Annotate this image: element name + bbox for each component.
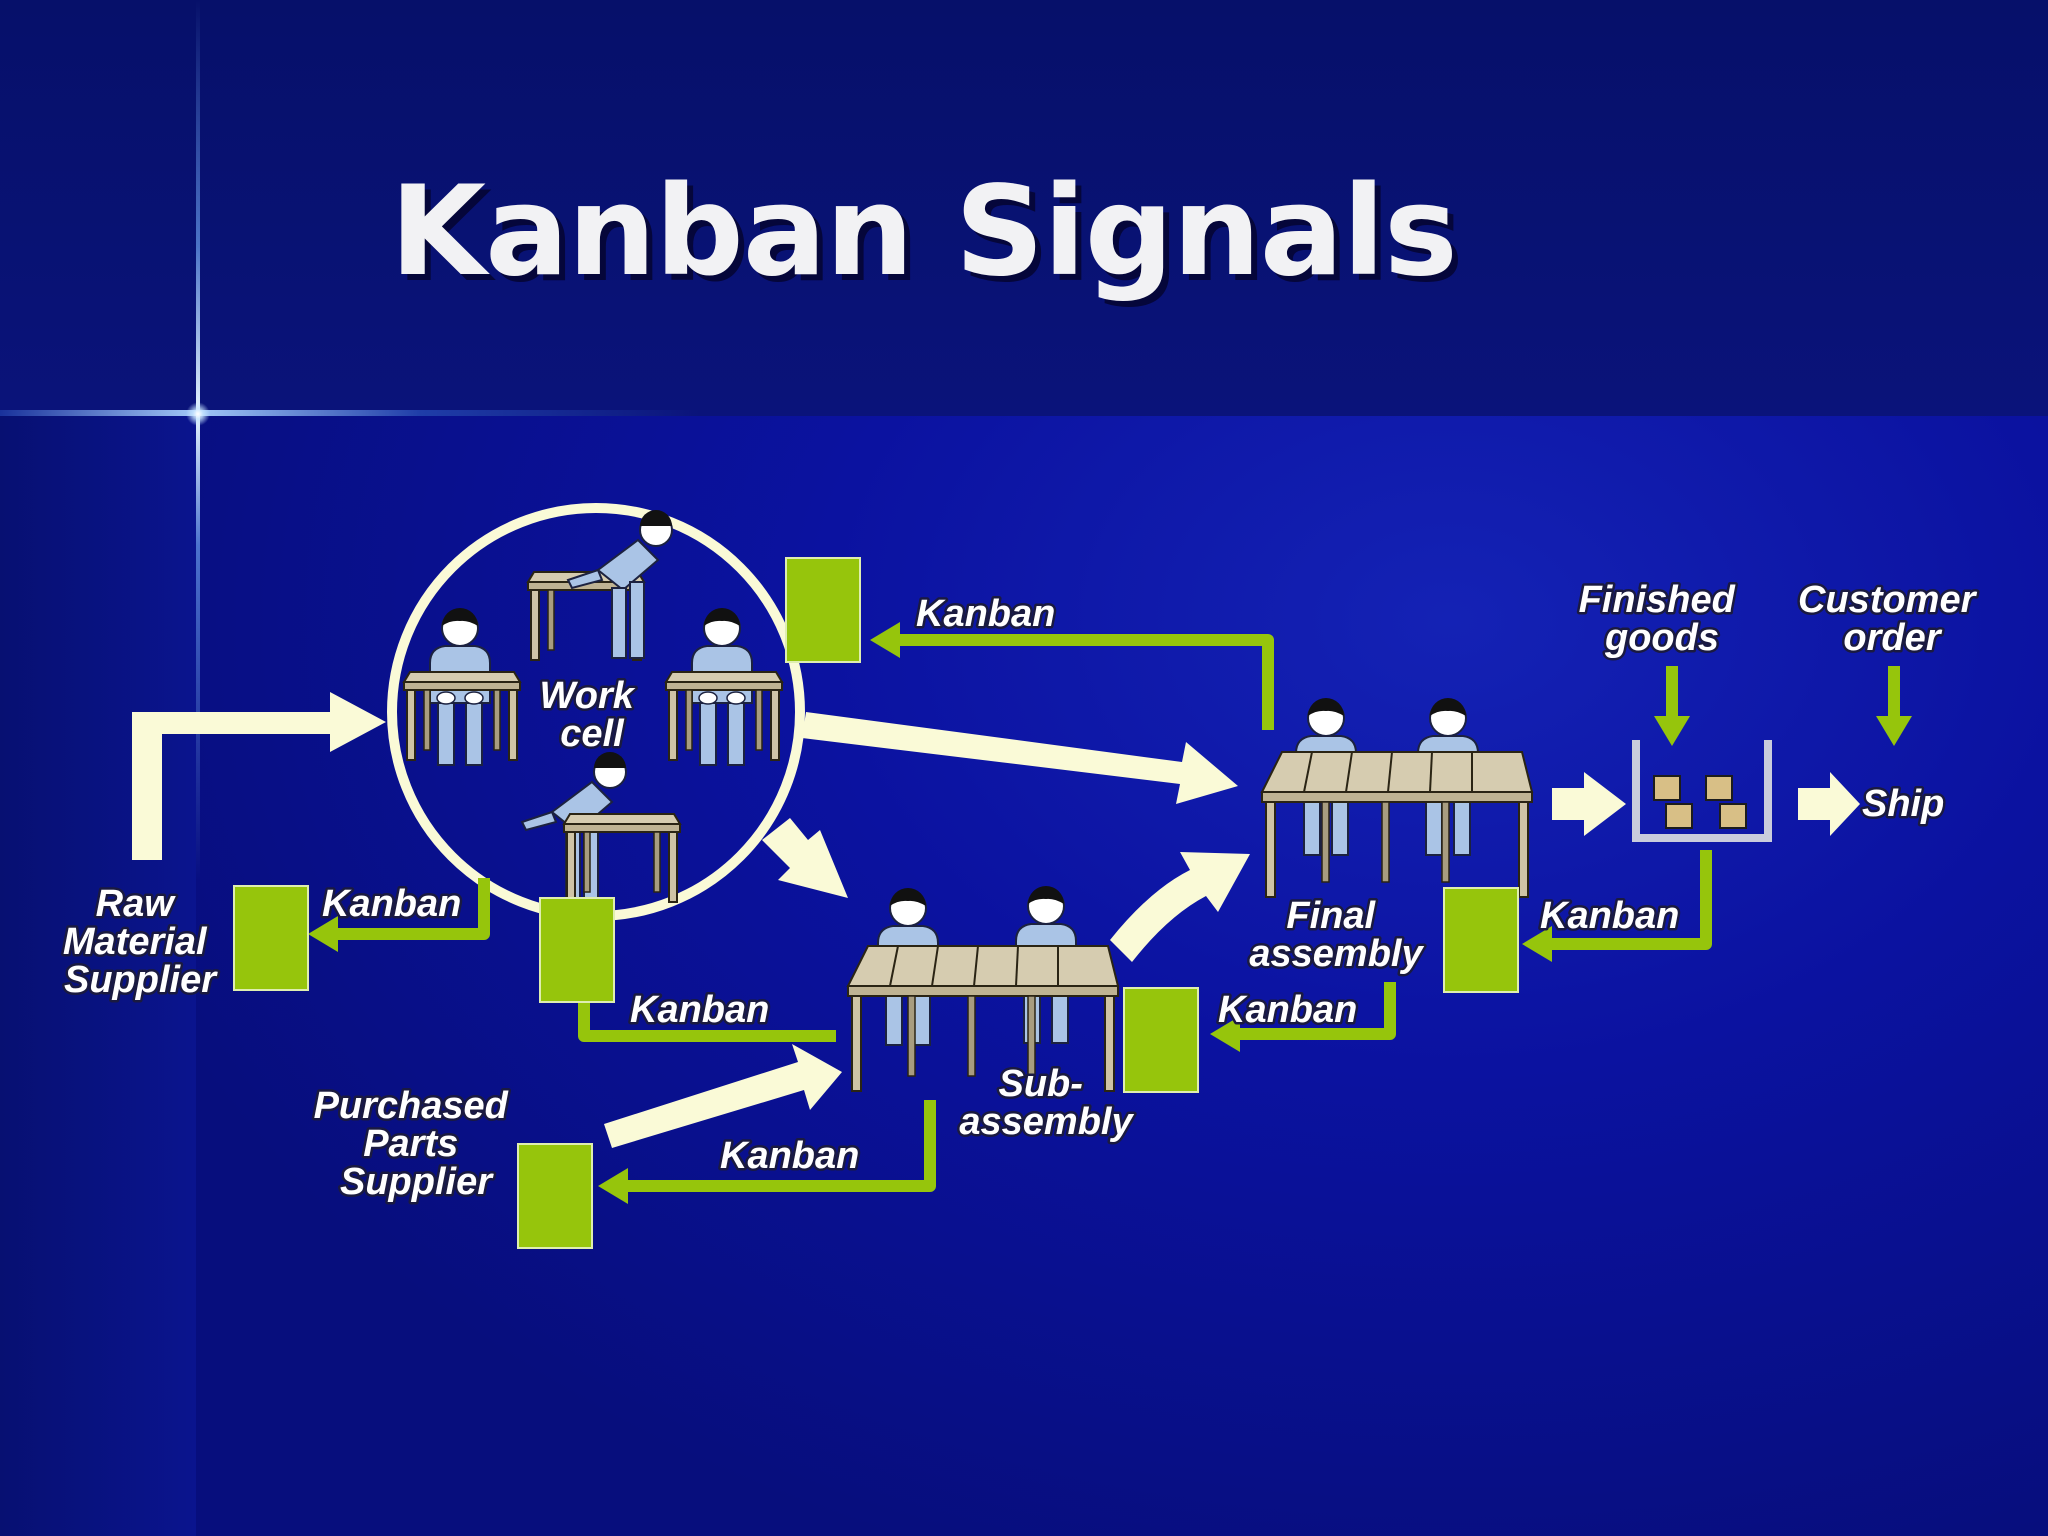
kanban-label-goods-to-final: Kanban bbox=[1540, 895, 1679, 937]
kanban-line-final-to-workcell bbox=[888, 634, 1274, 730]
arrowhead-finished-goods bbox=[1654, 716, 1690, 746]
flow-arrow-sub-to-final bbox=[1110, 852, 1250, 962]
light-flare-vertical bbox=[196, 0, 200, 880]
label-ship: Ship bbox=[1862, 783, 1944, 825]
flow-arrow-workcell-to-final bbox=[802, 712, 1238, 804]
kanban-label-final-to-sub: Kanban bbox=[1218, 989, 1357, 1031]
label-final-assembly: Final assembly bbox=[1249, 895, 1424, 975]
label-customer-order: Customer order bbox=[1798, 579, 1986, 659]
flow-arrow-workcell-to-sub bbox=[762, 818, 848, 898]
kanban-label-sub-to-parts: Kanban bbox=[720, 1135, 859, 1177]
light-flare-center bbox=[186, 402, 210, 426]
finished-goods-bin-icon bbox=[1632, 740, 1772, 842]
kanban-label-sub-to-workcell: Kanban bbox=[630, 989, 769, 1031]
label-finished-goods: Finished goods bbox=[1579, 579, 1746, 659]
node-labels: Raw Material Supplier Work cell Purchase… bbox=[60, 577, 1986, 1206]
final-assembly-station bbox=[1261, 697, 1533, 898]
arrowhead-to-raw-card bbox=[308, 916, 338, 952]
slide-top-band bbox=[0, 0, 2048, 416]
kanban-line-sub-to-workcell bbox=[578, 990, 836, 1042]
label-raw-material: Raw Material Supplier bbox=[63, 883, 218, 1001]
material-flow-arrows bbox=[132, 692, 1860, 1148]
kanban-label-final-to-workcell: Kanban bbox=[916, 593, 1055, 635]
kanban-signal-arrows bbox=[326, 634, 1900, 1192]
arrowhead-to-sub-card bbox=[1210, 1016, 1240, 1052]
kanban-labels: Kanban Kanban Kanban Kanban Kanban Kanba… bbox=[320, 591, 1682, 1180]
kanban-card-purchased-parts bbox=[517, 1143, 593, 1249]
flow-arrow-goods-to-ship bbox=[1798, 772, 1860, 836]
kanban-card-workcell bbox=[785, 557, 861, 663]
page-title: Kanban Signals bbox=[390, 160, 1458, 304]
kanban-line-workcell-to-raw bbox=[326, 878, 490, 940]
kanban-label-workcell-to-raw: Kanban bbox=[322, 883, 461, 925]
flow-arrow-parts-to-sub bbox=[604, 1044, 842, 1148]
arrowhead-to-final-card bbox=[1522, 926, 1552, 962]
kanban-card-sub-assembly bbox=[1123, 987, 1199, 1093]
kanban-card-workcell-lower bbox=[539, 897, 615, 1003]
kanban-line-goods-to-final bbox=[1540, 850, 1712, 950]
flow-arrow-final-to-goods bbox=[1552, 772, 1626, 836]
kanban-card-final-assembly bbox=[1443, 887, 1519, 993]
arrowhead-to-parts-card bbox=[598, 1168, 628, 1204]
arrowhead-customer-order bbox=[1876, 716, 1912, 746]
flow-arrow-raw-to-workcell bbox=[132, 692, 386, 860]
sub-assembly-station bbox=[847, 885, 1119, 1092]
label-purchased-parts: Purchased Parts Supplier bbox=[314, 1085, 519, 1203]
label-work-cell: Work cell bbox=[540, 675, 645, 755]
light-flare-horizontal bbox=[0, 410, 700, 416]
kanban-line-final-to-sub bbox=[1228, 982, 1396, 1040]
kanban-line-sub-to-parts bbox=[616, 1100, 936, 1192]
label-sub-assembly: Sub- assembly bbox=[959, 1063, 1134, 1143]
kanban-card-raw-material bbox=[233, 885, 309, 991]
arrowhead-to-workcell-card bbox=[870, 622, 900, 658]
